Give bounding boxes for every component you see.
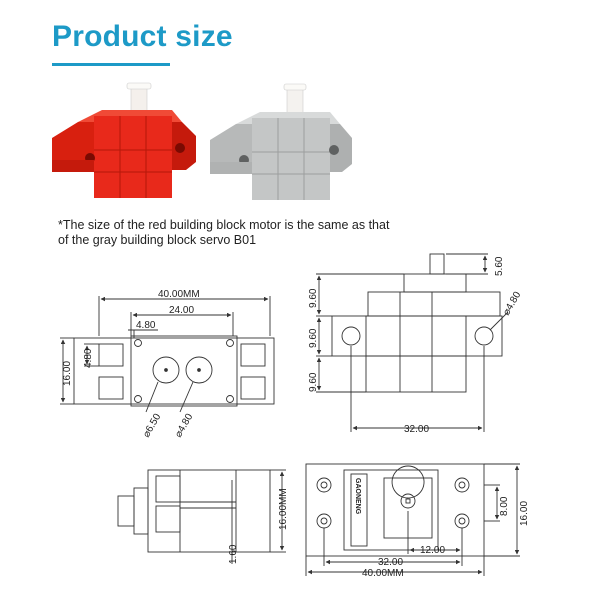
dim-height: 16.00: [519, 501, 530, 526]
front-view-labels: 5.60 9.60 9.60 9.60 ⌀4.80 32.00: [308, 256, 524, 435]
gray-servo-block-image: [210, 83, 352, 200]
size-note: *The size of the red building block moto…: [58, 218, 389, 248]
bottom-view-drawing: [305, 463, 520, 576]
dim-hole-spacing: 32.00: [378, 557, 403, 568]
dim-side-offset: 4.80: [83, 348, 94, 368]
front-view-drawing: [316, 253, 509, 432]
bottom-view-labels: GAONENG 8.00 16.00 12.00 32.00 40.00MM: [354, 478, 530, 579]
side-view-drawing: [117, 469, 286, 564]
dim-hole: ⌀4.80: [501, 290, 523, 318]
dim-center-offset: 12.00: [420, 545, 445, 556]
dim-height: 16.00: [62, 361, 73, 386]
top-view-drawing: [60, 296, 275, 413]
dim-height: 16.00MM: [278, 488, 289, 530]
dim-small-hole: 4.80: [136, 320, 156, 331]
dim-hole-large: ⌀6.50: [141, 412, 163, 440]
size-note-line-1: *The size of the red building block moto…: [58, 218, 390, 232]
dim-shaft: 5.60: [494, 256, 505, 276]
red-motor-block-image: [52, 82, 196, 198]
dim-width: 40.00MM: [362, 568, 404, 579]
size-note-line-2: of the gray building block servo B01: [58, 233, 257, 247]
dim-upper: 9.60: [308, 288, 319, 308]
brand-text: GAONENG: [354, 478, 361, 515]
dim-shaft-offset: 1.60: [228, 544, 239, 564]
dim-lower: 9.60: [308, 372, 319, 392]
dim-width: 32.00: [404, 424, 429, 435]
page-title: Product size: [52, 20, 233, 53]
dim-hole-spacing: 24.00: [169, 305, 194, 316]
side-view-labels: 16.00MM 1.60: [228, 488, 289, 564]
title-underline: [52, 63, 170, 66]
dim-hole-small: ⌀4.80: [173, 412, 195, 440]
dim-hole-vertical: 8.00: [499, 496, 510, 516]
dim-middle: 9.60: [308, 328, 319, 348]
dim-width: 40.00MM: [158, 289, 200, 300]
